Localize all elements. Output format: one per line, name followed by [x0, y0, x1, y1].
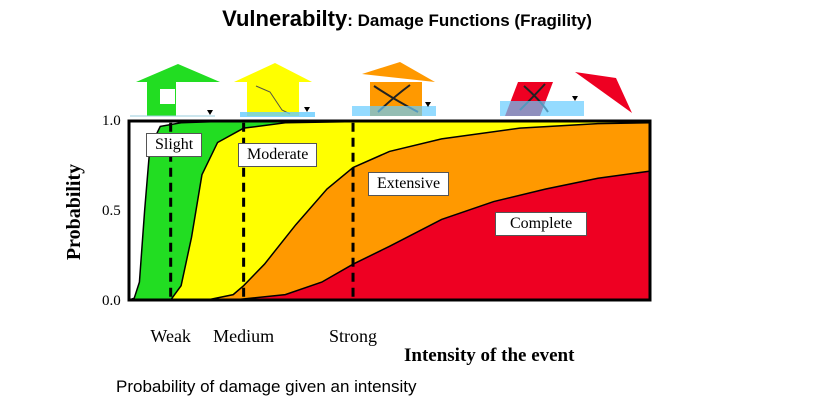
house-icons — [130, 62, 632, 117]
caption: Probability of damage given an intensity — [116, 377, 417, 396]
title-sub: : Damage Functions (Fragility) — [347, 11, 592, 30]
marker-label-medium: Medium — [213, 326, 274, 346]
label-moderate: Moderate — [238, 143, 318, 167]
ytick-05: 0.5 — [102, 203, 121, 219]
title-main: Vulnerabilty — [222, 6, 348, 31]
curve-extensive — [129, 122, 651, 301]
plot-frame — [127, 119, 652, 302]
curve-complete — [129, 170, 651, 301]
marker-label-strong: Strong — [329, 326, 377, 346]
label-slight: Slight — [146, 133, 203, 157]
house-extensive-icon — [352, 62, 436, 116]
ytick-0: 0.0 — [102, 293, 121, 309]
ytick-1: 1.0 — [102, 113, 121, 129]
x-axis-label: Intensity of the event — [404, 345, 575, 366]
house-complete-icon — [500, 72, 632, 116]
slide-title: Vulnerabilty: Damage Functions (Fragilit… — [0, 6, 814, 32]
label-extensive: Extensive — [368, 172, 450, 196]
area-complete — [129, 171, 650, 300]
y-axis-label: Probability — [63, 164, 85, 260]
label-complete: Complete — [495, 212, 588, 236]
house-moderate-icon — [234, 63, 315, 117]
house-slight-icon — [130, 64, 220, 117]
marker-label-weak: Weak — [150, 326, 191, 346]
